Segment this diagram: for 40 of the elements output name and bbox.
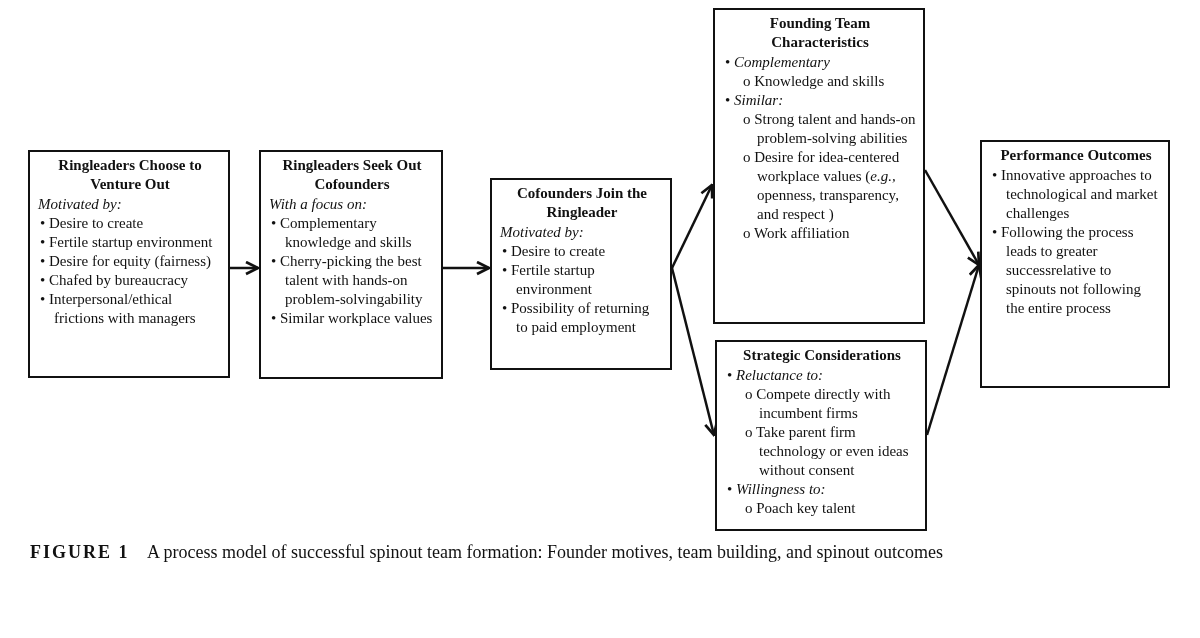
bullet-item: • Complementary: [724, 53, 831, 72]
bullet-item: • Possibility of returning to paid employment: [501, 299, 651, 337]
bullet-item: • Chafed by bureaucracy: [39, 271, 190, 290]
bullet-item: • Reluctance to:: [726, 366, 825, 385]
box-text: With a focus on:: [269, 195, 368, 214]
bullet-item: • Fertile startup environment: [39, 233, 214, 252]
process-box: [490, 178, 672, 370]
process-box: [713, 8, 925, 324]
process-box: [980, 140, 1170, 388]
box-heading: Performance Outcomes: [999, 146, 1153, 165]
box-heading: Founding Team Characteristics: [768, 14, 872, 52]
bullet-item: • Desire to create: [39, 214, 145, 233]
bullet-item: • Willingness to:: [726, 480, 827, 499]
bullet-item: o Desire for idea-centered workplace values (e.g., openness, transparency, and respect ): [742, 148, 901, 224]
bullet-item: • Desire for equity (fairness): [39, 252, 213, 271]
bullet-item: o Poach key talent: [744, 499, 857, 518]
bullet-item: • Similar workplace values: [270, 309, 434, 328]
bullet-item: o Take parent firm technology or even ideas without consent: [744, 423, 910, 480]
process-box: [28, 150, 230, 378]
bullet-item: • Fertile startup environment: [501, 261, 596, 299]
bullet-item: o Work affiliation: [742, 224, 851, 243]
arrow: [443, 260, 491, 276]
bullet-item: • Similar:: [724, 91, 785, 110]
arrow: [230, 260, 260, 276]
process-box: [715, 340, 927, 531]
process-box: [259, 150, 443, 379]
bullet-item: o Knowledge and skills: [742, 72, 886, 91]
bullet-item: • Following the process leads to greater successrelative to spinouts not following the entire process: [991, 223, 1142, 318]
box-heading: Strategic Considerations: [742, 346, 902, 365]
box-heading: Cofounders Join the Ringleader: [516, 184, 648, 222]
bullet-item: • Complementary knowledge and skills: [270, 214, 413, 252]
figure-caption: FIGURE 1 A process model of successful spinout team formation: Founder motives, team building, and spinout outcomes: [30, 541, 944, 564]
bullet-item: • Interpersonal/ethical frictions with managers: [39, 290, 197, 328]
box-text: Motivated by:: [38, 195, 123, 214]
bullet-item: • Desire to create: [501, 242, 607, 261]
box-text: Motivated by:: [500, 223, 585, 242]
bullet-item: • Cherry-picking the best talent with hands-on problem-solvingability: [270, 252, 424, 309]
box-heading: Ringleaders Seek Out Cofounders: [281, 156, 423, 194]
box-heading: Ringleaders Choose to Venture Out: [57, 156, 203, 194]
bullet-item: • Innovative approaches to technological and market challenges: [991, 166, 1159, 223]
